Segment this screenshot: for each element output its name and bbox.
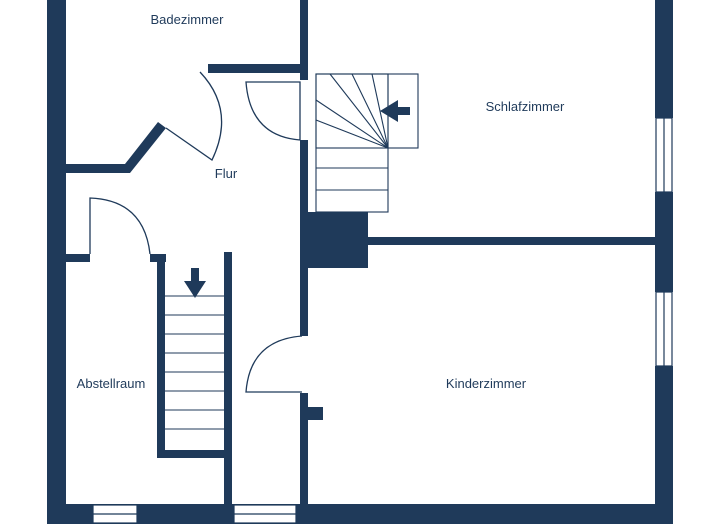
wall-bath-right: [208, 64, 302, 73]
windows: [92, 117, 673, 524]
wall-bath-angled: [66, 122, 166, 173]
wall-stair-right: [224, 252, 232, 458]
wall-stair-left: [157, 254, 165, 458]
wall-stub-kids: [308, 407, 323, 420]
room-label-bedroom: Schlafzimmer: [486, 99, 565, 114]
door-bathroom: [165, 71, 223, 161]
arrow-down-icon: [184, 268, 206, 298]
door-kids: [245, 335, 303, 393]
wall-right-top: [655, 0, 673, 118]
room-label-hallway: Flur: [215, 166, 238, 181]
room-label-storage: Abstellraum: [77, 376, 146, 391]
wall-left-outer: [47, 0, 66, 524]
wall-center-lower: [300, 393, 308, 504]
wall-stair-bottom: [157, 450, 232, 458]
arrow-left-icon: [380, 100, 410, 122]
wall-bedroom-kids: [368, 237, 656, 245]
wall-right-middle: [655, 192, 673, 292]
chimney-block: [302, 212, 368, 268]
wall-center-upper: [300, 0, 308, 80]
wall-bottom: [47, 504, 673, 524]
wall-right-bottom: [655, 366, 673, 524]
doors: [89, 71, 303, 393]
door-bedroom: [245, 81, 301, 141]
door-storage: [89, 197, 151, 255]
stair-lower: [165, 295, 224, 430]
wall-storage-top: [66, 254, 90, 262]
room-label-bathroom: Badezimmer: [151, 12, 225, 27]
wall-storage-right: [224, 458, 232, 504]
walls: [47, 0, 673, 524]
room-label-childrens-room: Kinderzimmer: [446, 376, 527, 391]
stair-upper: [315, 73, 419, 213]
